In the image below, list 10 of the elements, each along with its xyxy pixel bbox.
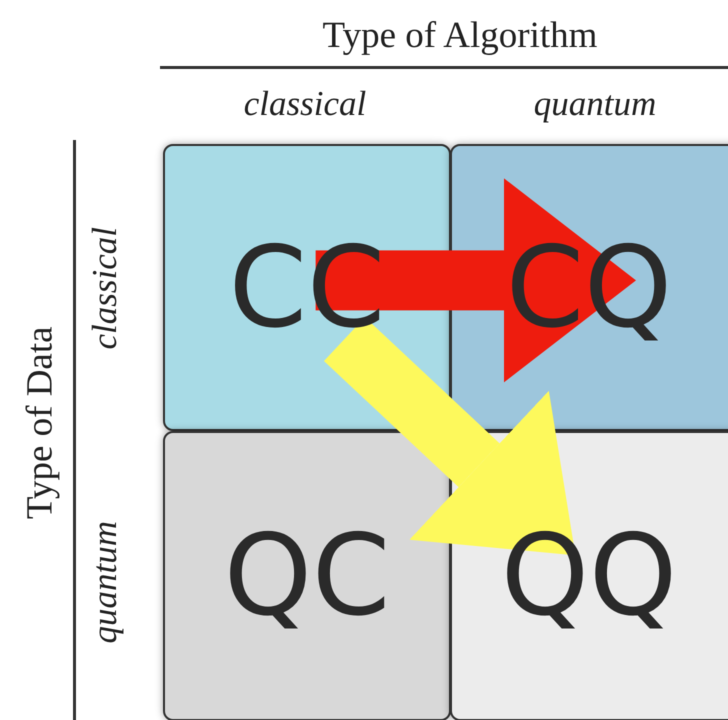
axis-title: Type of Algorithm (322, 14, 598, 58)
column-label: quantum (84, 520, 125, 646)
axis-title: Type of Data (18, 325, 62, 522)
quadrant-label: CC (228, 232, 386, 344)
quadrant-label: QC (224, 520, 390, 632)
quadrant-box (163, 431, 451, 720)
column-label: classical (84, 226, 125, 352)
column-label: quantum (532, 83, 658, 125)
column-label: classical (242, 83, 368, 125)
quadrant-label: QQ (500, 520, 678, 632)
